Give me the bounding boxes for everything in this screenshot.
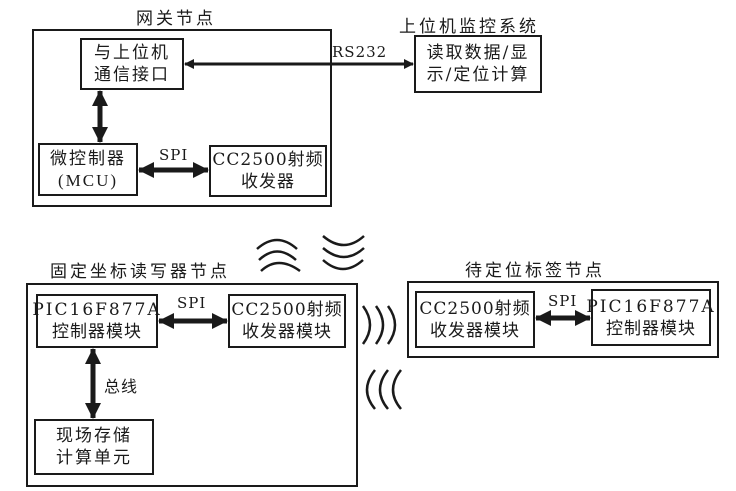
gateway-title: 网关节点 [136, 9, 216, 29]
gateway-rf-box: CC2500射频 收发器 [209, 145, 327, 197]
reader-controller-line1: PIC16F877A [32, 300, 162, 320]
radio-wave-down-icon [322, 235, 365, 271]
storage-line1: 现场存储 [56, 426, 132, 446]
tag-title: 待定位标签节点 [465, 261, 605, 281]
host-line1: 读取数据/显 [426, 43, 530, 63]
gateway-spi-label: SPI [159, 146, 189, 164]
pc-interface-line1: 与上位机 [94, 43, 170, 63]
storage-line2: 计算单元 [56, 448, 132, 468]
reader-title: 固定坐标读写器节点 [50, 262, 230, 282]
gateway-rf-line1: CC2500射频 [212, 150, 324, 170]
pc-interface-line2: 通信接口 [94, 65, 170, 85]
reader-spi-label: SPI [177, 294, 207, 312]
reader-rf-line2: 收发器模块 [242, 322, 332, 342]
gateway-rf-line2: 收发器 [241, 172, 295, 192]
storage-box: 现场存储 计算单元 [34, 419, 154, 475]
radio-wave-right-icon [361, 305, 397, 345]
reader-controller-box: PIC16F877A 控制器模块 [32, 294, 160, 348]
radio-wave-up-icon [256, 238, 301, 273]
bus-label: 总线 [104, 377, 139, 396]
pc-interface-box: 与上位机 通信接口 [80, 38, 184, 90]
host-box: 读取数据/显 示/定位计算 [414, 35, 542, 93]
tag-controller-line1: PIC16F877A [586, 296, 716, 317]
radio-wave-left-icon [365, 369, 402, 410]
mcu-box: 微控制器 (MCU) [38, 143, 138, 196]
rs232-label: RS232 [332, 43, 388, 61]
host-title: 上位机监控系统 [399, 17, 539, 37]
tag-rf-line2: 收发器模块 [430, 320, 520, 341]
tag-spi-label: SPI [548, 292, 578, 310]
reader-rf-box: CC2500射频 收发器模块 [228, 294, 346, 348]
tag-rf-box: CC2500射频 收发器模块 [415, 291, 535, 348]
reader-controller-line2: 控制器模块 [52, 322, 142, 342]
host-line2: 示/定位计算 [426, 65, 530, 85]
mcu-line1: 微控制器 [50, 148, 126, 169]
tag-controller-box: PIC16F877A 控制器模块 [586, 289, 714, 346]
tag-controller-line2: 控制器模块 [606, 318, 696, 339]
mcu-line2: (MCU) [57, 170, 119, 190]
tag-rf-line1: CC2500射频 [419, 298, 531, 319]
reader-rf-line1: CC2500射频 [231, 300, 343, 320]
